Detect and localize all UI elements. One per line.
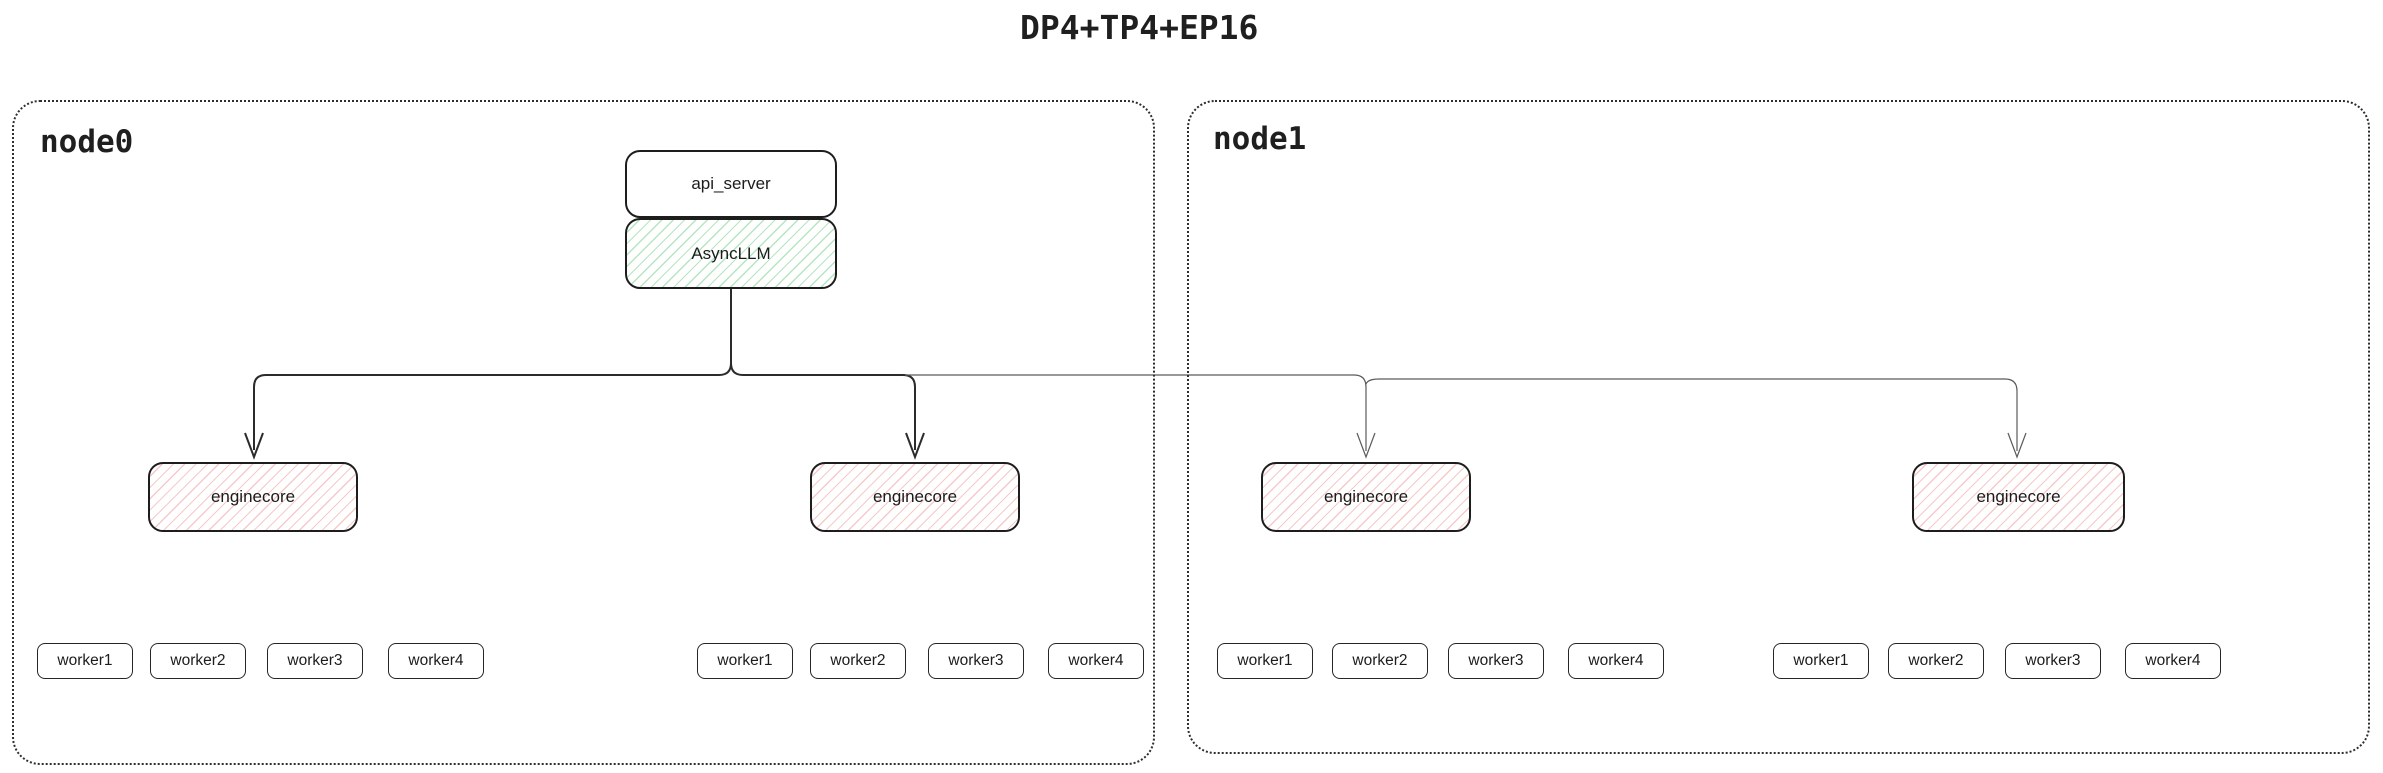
worker-box: worker4 bbox=[1048, 643, 1144, 679]
worker-box: worker1 bbox=[1773, 643, 1869, 679]
worker-box: worker1 bbox=[1217, 643, 1313, 679]
async-llm-box: AsyncLLM bbox=[625, 218, 837, 289]
worker-box: worker2 bbox=[1332, 643, 1428, 679]
worker-box: worker3 bbox=[928, 643, 1024, 679]
worker-box: worker3 bbox=[267, 643, 363, 679]
worker-box: worker2 bbox=[810, 643, 906, 679]
worker-box: worker3 bbox=[1448, 643, 1544, 679]
enginecore-box-node1-2: enginecore bbox=[1912, 462, 2125, 532]
api-server-box: api_server bbox=[625, 150, 837, 218]
worker-box: worker4 bbox=[2125, 643, 2221, 679]
worker-box: worker2 bbox=[1888, 643, 1984, 679]
worker-box: worker1 bbox=[697, 643, 793, 679]
node1-container bbox=[1187, 100, 2370, 754]
worker-box: worker4 bbox=[388, 643, 484, 679]
diagram-title: DP4+TP4+EP16 bbox=[1020, 8, 1259, 47]
node1-label: node1 bbox=[1213, 121, 1307, 157]
node0-container bbox=[12, 100, 1155, 765]
enginecore-box-node0-1: enginecore bbox=[148, 462, 358, 532]
worker-box: worker1 bbox=[37, 643, 133, 679]
worker-box: worker3 bbox=[2005, 643, 2101, 679]
worker-box: worker2 bbox=[150, 643, 246, 679]
node0-label: node0 bbox=[40, 124, 134, 160]
enginecore-box-node1-1: enginecore bbox=[1261, 462, 1471, 532]
worker-box: worker4 bbox=[1568, 643, 1664, 679]
enginecore-box-node0-2: enginecore bbox=[810, 462, 1020, 532]
